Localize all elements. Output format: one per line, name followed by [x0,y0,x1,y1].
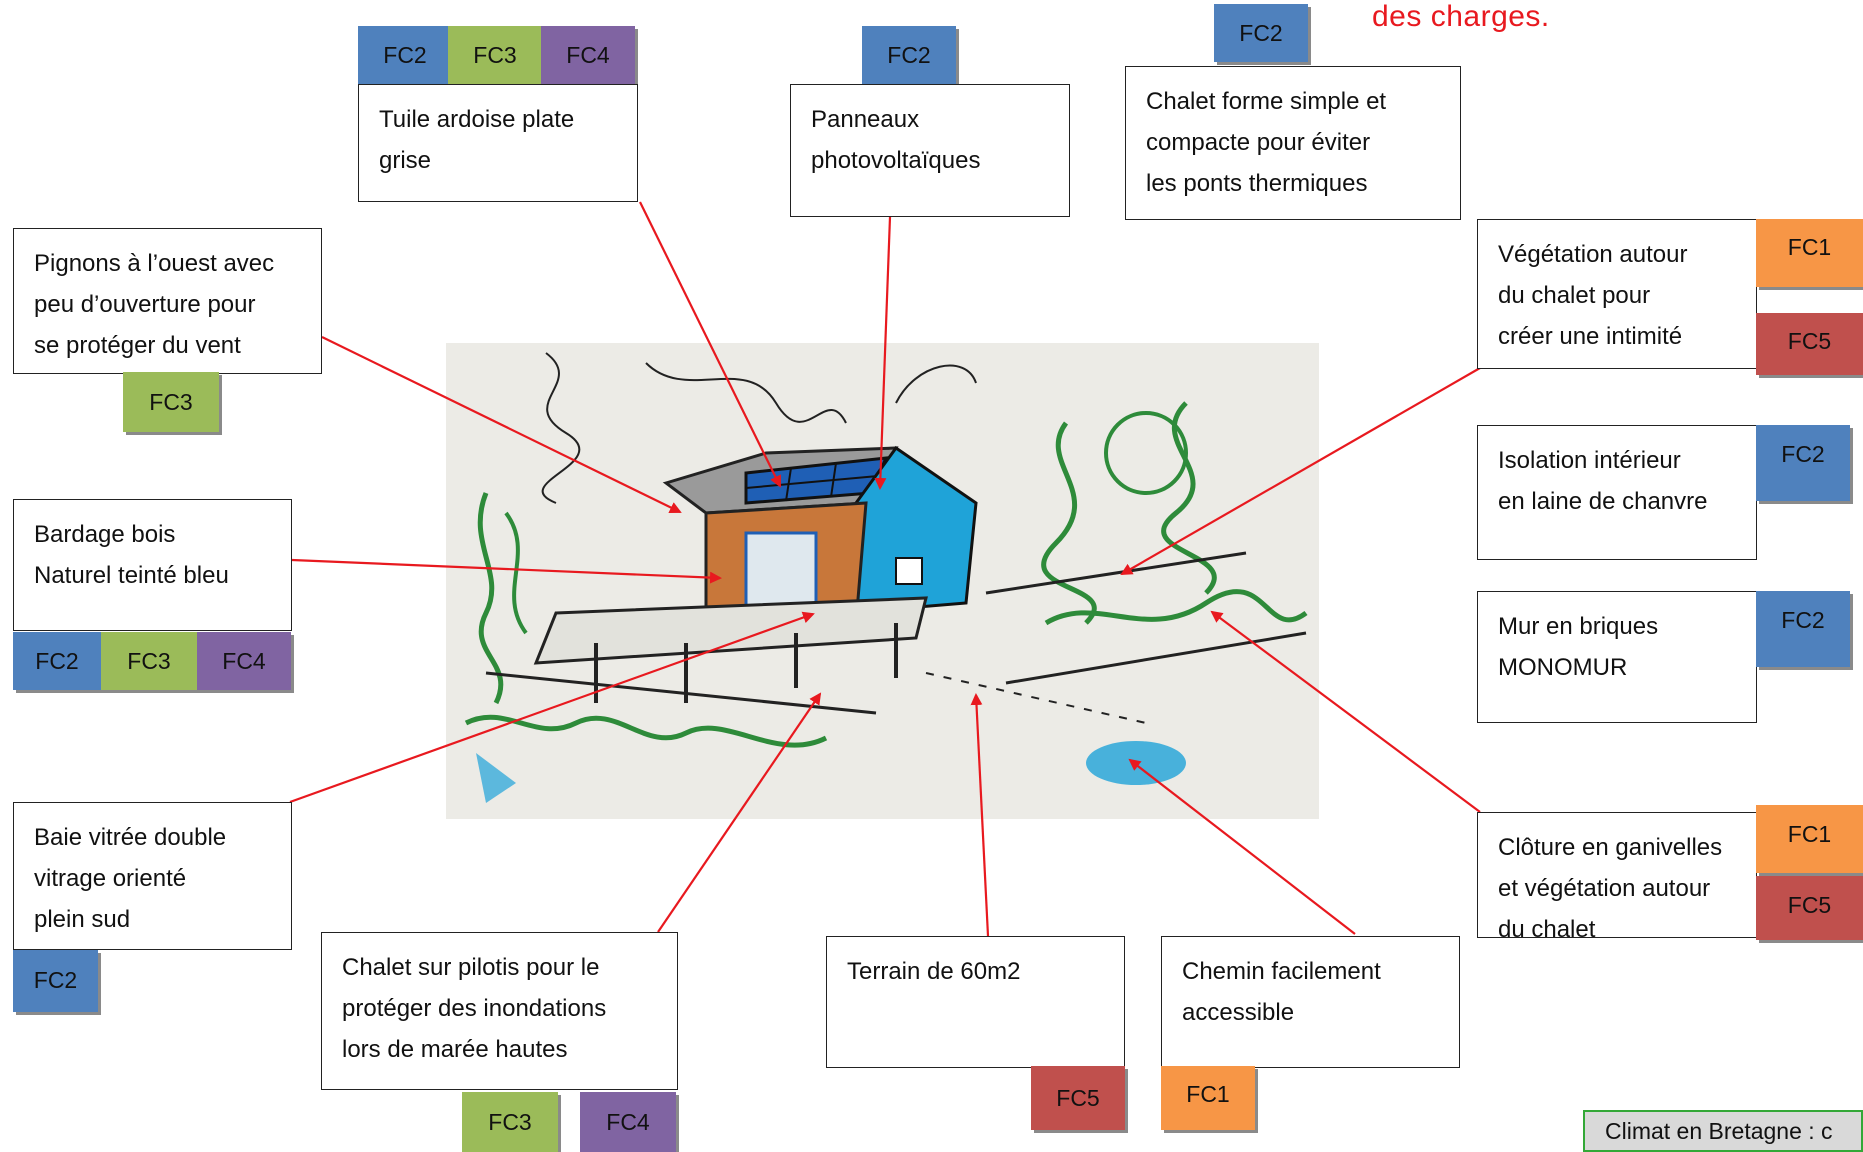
chalet-sketch [446,343,1319,819]
annotation-panneaux-line1: Panneaux [811,106,920,133]
annotation-isolation-line2: en laine de chanvre [1498,488,1708,515]
annotation-pignons-line2: peu d’ouverture pour [34,291,256,318]
annotation-isolation-line1: Isolation intérieur [1498,447,1681,474]
annotation-baie: Baie vitrée double vitrage orienté plein… [13,802,292,950]
annotation-pilotis-line2: protéger des inondations [342,995,607,1022]
annotation-bardage: Bardage bois Naturel teinté bleu [13,499,292,631]
annotation-pignons-line3: se protéger du vent [34,332,241,359]
tag-fc1-cloture: FC1 [1756,805,1863,873]
annotation-cloture: Clôture en ganivelles et végétation auto… [1477,812,1757,943]
annotation-bardage-line2: Naturel teinté bleu [34,562,229,589]
tag-fc5-cloture: FC5 [1756,876,1863,940]
annotation-vegetation-line1: Végétation autour [1498,241,1688,268]
annotation-vegetation-line2: du chalet pour [1498,282,1651,309]
annotation-baie-line3: plein sud [34,906,131,933]
annotation-chemin-line2: accessible [1182,999,1295,1026]
annotation-chemin: Chemin facilement accessible [1161,936,1460,1068]
annotation-panneaux: Panneaux photovoltaïques [790,84,1070,217]
annotation-cloture-line3: du chalet [1498,916,1596,943]
annotation-cloture-line2: et végétation autour [1498,875,1711,902]
annotation-pilotis-line3: lors de marée hautes [342,1036,568,1063]
tag-fc2-mur: FC2 [1756,591,1850,667]
annotation-tuile: Tuile ardoise plate grise [358,84,638,202]
annotation-chalet-forme-line3: les ponts thermiques [1146,170,1368,197]
tag-fc3-pilotis: FC3 [462,1092,558,1152]
tag-fc4-tuile: FC4 [541,26,635,84]
annotation-bardage-line1: Bardage bois [34,521,176,548]
tag-fc2-baie: FC2 [13,950,98,1012]
tag-fc2-bardage: FC2 [13,632,101,690]
annotation-terrain-line1: Terrain de 60m2 [847,958,1021,985]
tag-fc2-tuile: FC2 [358,26,452,84]
annotation-baie-line1: Baie vitrée double [34,824,227,851]
header-fragment: des charges. [1372,0,1550,33]
annotation-vegetation-line3: créer une intimité [1498,323,1683,350]
tag-fc5-vegetation: FC5 [1756,313,1863,375]
annotation-chalet-forme: Chalet forme simple et compacte pour évi… [1125,66,1461,220]
annotation-pignons-line1: Pignons à l’ouest avec [34,250,275,277]
tag-fc2-chalet-forme: FC2 [1214,4,1308,62]
annotation-tuile-line2: grise [379,147,432,174]
annotation-pignons: Pignons à l’ouest avec peu d’ouverture p… [13,228,322,374]
annotation-chemin-line1: Chemin facilement [1182,958,1381,985]
annotation-pilotis-line1: Chalet sur pilotis pour le [342,954,600,981]
annotation-mur-line2: MONOMUR [1498,654,1628,681]
climate-note: Climat en Bretagne : c [1583,1110,1863,1152]
tag-fc5-terrain: FC5 [1031,1066,1125,1130]
tag-fc4-pilotis: FC4 [580,1092,676,1152]
tag-fc2-panneaux: FC2 [862,26,956,84]
tag-fc3-pignons: FC3 [123,372,219,432]
annotation-mur-line1: Mur en briques [1498,613,1659,640]
annotation-isolation: Isolation intérieur en laine de chanvre [1477,425,1757,560]
tag-fc4-bardage: FC4 [197,632,291,690]
annotation-chalet-forme-line1: Chalet forme simple et [1146,88,1387,115]
tag-fc3-tuile: FC3 [448,26,542,84]
annotation-panneaux-line2: photovoltaïques [811,147,981,174]
annotation-vegetation: Végétation autour du chalet pour créer u… [1477,219,1757,369]
annotation-mur: Mur en briques MONOMUR [1477,591,1757,723]
tag-fc1-chemin: FC1 [1161,1066,1255,1130]
tag-fc3-bardage: FC3 [101,632,197,690]
tag-fc2-isolation: FC2 [1756,425,1850,501]
annotation-chalet-forme-line2: compacte pour éviter [1146,129,1371,156]
tag-fc1-vegetation: FC1 [1756,219,1863,287]
annotation-pilotis: Chalet sur pilotis pour le protéger des … [321,932,678,1090]
annotation-terrain: Terrain de 60m2 [826,936,1125,1068]
annotation-baie-line2: vitrage orienté [34,865,187,892]
annotation-cloture-line1: Clôture en ganivelles [1498,834,1723,861]
annotation-tuile-line1: Tuile ardoise plate [379,106,575,133]
chalet-sketch-icon [464,352,1308,803]
